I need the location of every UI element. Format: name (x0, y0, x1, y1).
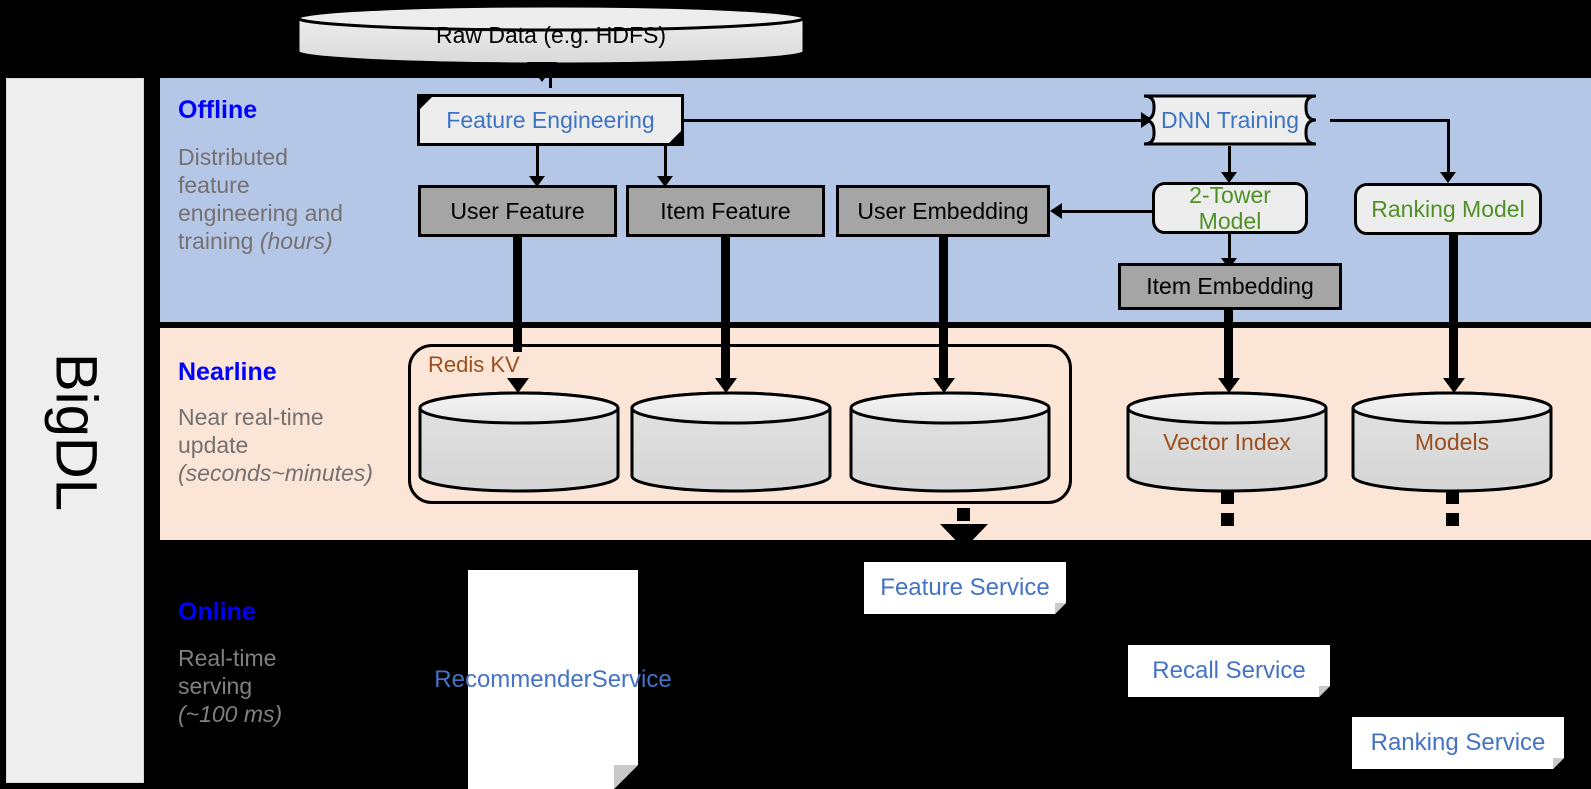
arrowhead-dnn-to-rankingmodel (1440, 172, 1456, 183)
redis-store-2-label (629, 390, 833, 494)
arrowhead-twotower-to-userembedding (1050, 203, 1062, 219)
bigdl-label: BigDL (43, 352, 109, 511)
redis-kv-container (408, 344, 1072, 504)
arrowhead-pipe-store1 (507, 378, 529, 393)
feature-service-box[interactable]: Feature Service (864, 562, 1066, 614)
arrowhead-pipe-vectorindex (1218, 378, 1240, 393)
item-embedding-box[interactable]: Item Embedding (1118, 263, 1342, 310)
redis-store-cylinder-2[interactable] (629, 390, 833, 494)
redis-store-1-label (417, 390, 621, 494)
redis-store-3-label (848, 390, 1052, 494)
offline-title: Offline (178, 96, 258, 124)
connector-twotower-to-userembedding (1062, 210, 1152, 213)
arrowhead-pipe-store2 (715, 378, 737, 393)
online-title: Online (178, 598, 256, 626)
dash-featureservice-1 (957, 508, 970, 521)
redis-store-cylinder-1[interactable] (417, 390, 621, 494)
two-tower-model-label: 2-Tower Model (1189, 181, 1271, 234)
connector-dnn-to-rankingmodel-v (1447, 119, 1450, 174)
arrowhead-to-featureservice (940, 524, 988, 549)
dnn-training-box[interactable]: DNN Training (1130, 94, 1330, 146)
user-embedding-box[interactable]: User Embedding (836, 185, 1050, 237)
redis-kv-label: Redis KV (424, 352, 524, 378)
pipe-userembedding-to-store3 (939, 237, 948, 385)
ranking-service-box[interactable]: Ranking Service (1352, 717, 1564, 769)
connector-twotower-to-itemembedding (1228, 234, 1231, 260)
pipe-itemembedding-to-vectorindex (1224, 310, 1233, 385)
pipe-rankingmodel-to-models (1449, 235, 1458, 385)
ranking-model-box[interactable]: Ranking Model (1354, 183, 1542, 235)
recall-service-box[interactable]: Recall Service (1128, 645, 1330, 697)
nearline-title: Nearline (178, 358, 277, 386)
item-feature-label: Item Feature (660, 197, 791, 224)
bigdl-framework-rail: BigDL (6, 78, 144, 783)
arrowhead-fe-to-itemfeature (657, 176, 673, 187)
arrowhead-pipe-store3 (933, 378, 955, 393)
pipe-userfeature-to-store1 (513, 237, 522, 385)
dash-ranking-1 (1446, 491, 1459, 504)
models-cylinder[interactable]: Models (1350, 390, 1554, 494)
pipe-itemfeature-to-store2 (721, 237, 730, 385)
raw-data-cylinder: Raw Data (e.g. HDFS) (296, 4, 806, 66)
models-label: Models (1414, 428, 1490, 455)
dnn-training-label: DNN Training (1160, 106, 1300, 133)
recall-service-label: Recall Service (1152, 657, 1306, 684)
ranking-service-label: Ranking Service (1370, 729, 1546, 756)
dash-ranking-2 (1446, 513, 1459, 526)
item-feature-box[interactable]: Item Feature (626, 185, 825, 237)
vector-index-cylinder[interactable]: Vector Index (1125, 390, 1329, 494)
connector-fe-to-itemfeature (664, 146, 667, 178)
arrowhead-fe-to-userfeature (529, 176, 545, 187)
raw-data-label: Raw Data (e.g. HDFS) (435, 21, 667, 48)
user-feature-label: User Feature (450, 197, 585, 224)
arrowhead-rawdata-to-fe (527, 62, 557, 82)
user-feature-box[interactable]: User Feature (418, 185, 617, 237)
user-embedding-label: User Embedding (857, 197, 1029, 224)
arrowhead-pipe-models (1443, 378, 1465, 393)
ranking-model-label: Ranking Model (1371, 195, 1525, 222)
feature-engineering-label: Feature Engineering (420, 97, 681, 143)
feature-service-label: Feature Service (880, 574, 1050, 601)
two-tower-model-box[interactable]: 2-Tower Model (1152, 182, 1308, 234)
offline-subtitle: Distributed feature engineering and trai… (178, 144, 343, 255)
redis-store-cylinder-3[interactable] (848, 390, 1052, 494)
connector-fe-to-userfeature (536, 146, 539, 178)
vector-index-label: Vector Index (1163, 428, 1291, 455)
dash-recall-2 (1221, 513, 1234, 526)
item-embedding-label: Item Embedding (1146, 273, 1314, 300)
dash-recall-1 (1221, 491, 1234, 504)
connector-fe-to-dnn (684, 119, 1141, 122)
connector-dnn-to-twotower (1228, 146, 1231, 174)
feature-engineering-box[interactable]: Feature Engineering (417, 94, 684, 146)
connector-dnn-to-rankingmodel-h (1330, 119, 1450, 122)
nearline-subtitle: Near real-time update (seconds~minutes) (178, 404, 373, 487)
online-subtitle: Real-time serving (~100 ms) (178, 645, 283, 728)
arrowhead-dnn-to-twotower (1221, 172, 1237, 183)
